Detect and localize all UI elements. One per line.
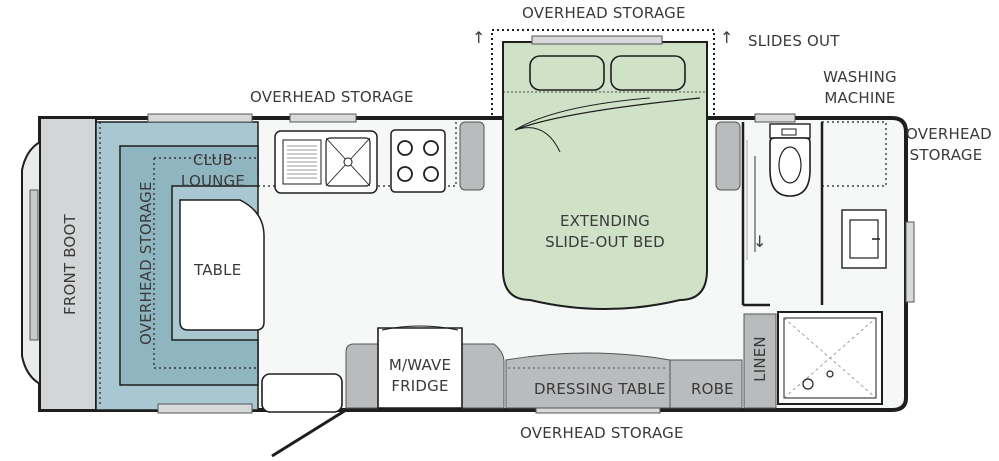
slide-out-bed-label: EXTENDING SLIDE-OUT BED [530,211,680,253]
pillow-right [610,55,686,91]
club-lounge-label: CLUB LOUNGE [176,150,250,192]
window-lounge-bottom [157,403,253,414]
linen-cabinet [743,313,777,409]
bedside-cabinet-right [715,121,741,191]
boot-door [29,189,39,341]
robe-label: ROBE [691,380,734,398]
bed-window [531,35,663,45]
washing-machine-label-line2: MACHINE [824,89,896,107]
dressing-table-label: DRESSING TABLE [534,380,666,398]
fridge [377,327,463,409]
slide-arrow-icon-left: ↑ [472,28,486,47]
fridge-label: FRIDGE [391,377,449,395]
washing-machine-label: WASHING MACHINE [820,67,900,109]
dressing-table [505,352,671,409]
overhead-storage-top-right-label: OVERHEAD STORAGE [522,4,686,22]
slide-out-bed [502,41,708,310]
club-lounge-label-line1: CLUB [192,151,234,169]
overhead-storage-right-label: OVERHEAD STORAGE [906,124,992,166]
slide-out-bed-label-line2: SLIDE-OUT BED [545,233,665,251]
down-arrow-icon: ↓ [753,232,767,251]
bedside-cabinet-left [459,121,485,191]
pillow-left [529,55,605,91]
robe-cabinet [669,359,743,409]
washing-machine [821,121,887,187]
table-label: TABLE [194,261,242,279]
slides-out-label: SLIDES OUT [748,32,840,50]
front-boot-label: FRONT BOOT [61,214,79,315]
overhead-storage-left-vertical-label: OVERHEAD STORAGE [137,181,155,345]
overhead-storage-bottom-label: OVERHEAD STORAGE [520,424,684,442]
linen-label: LINEN [751,336,769,382]
cooktop [390,129,446,193]
club-lounge-label-line2: LOUNGE [180,172,246,190]
microwave-label: M/WAVE [388,356,452,374]
window-lounge-top [147,113,253,123]
slide-out-bed-label-line1: EXTENDING [560,212,650,230]
slide-arrow-icon-right: ↑ [720,28,734,47]
window-kitchen [289,113,357,123]
washing-machine-label-line1: WASHING [823,68,897,86]
microwave-fridge-label: M/WAVE FRIDGE [380,355,460,397]
rear-bumper [905,221,915,303]
entry-door [271,408,347,458]
window-bathroom [754,113,796,123]
dining-table [179,199,265,331]
overhead-storage-right-line2: STORAGE [909,146,983,164]
entry-step [261,373,343,413]
overhead-storage-right-line1: OVERHEAD [906,125,992,143]
overhead-storage-top-left-label: OVERHEAD STORAGE [250,88,414,106]
